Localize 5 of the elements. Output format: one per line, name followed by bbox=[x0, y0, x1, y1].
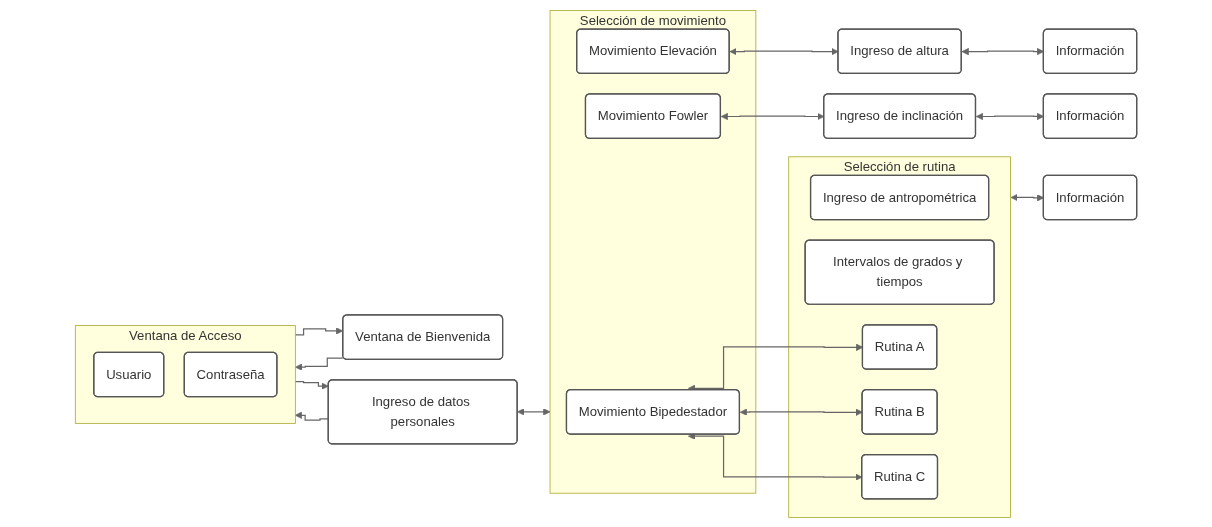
arrow bbox=[739, 408, 863, 416]
arrow bbox=[295, 357, 344, 371]
arrow bbox=[517, 407, 551, 415]
arrow bbox=[294, 411, 329, 421]
arrow bbox=[294, 380, 329, 390]
